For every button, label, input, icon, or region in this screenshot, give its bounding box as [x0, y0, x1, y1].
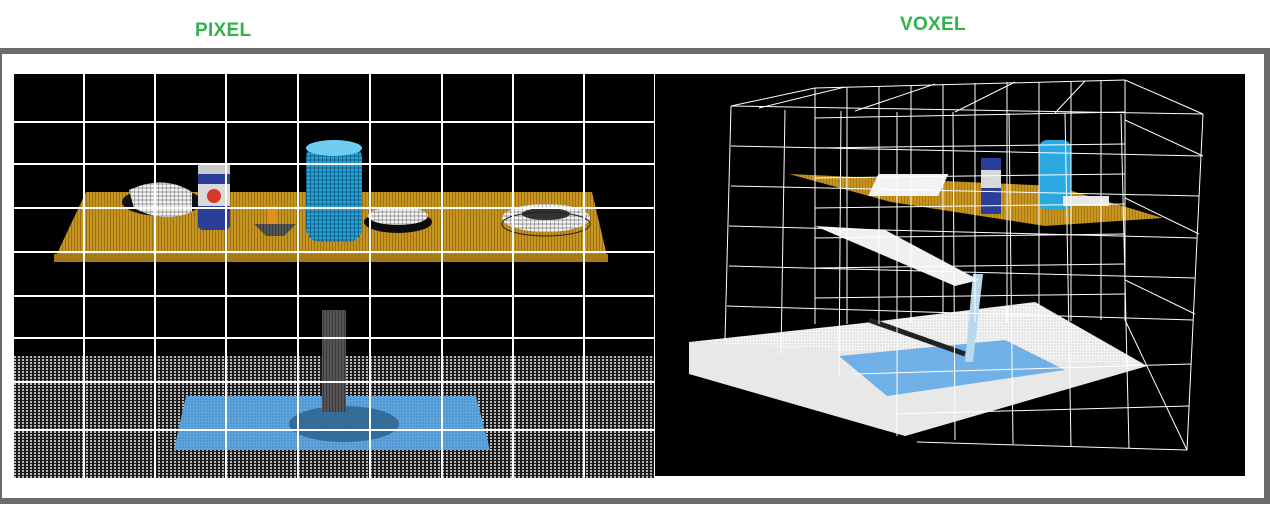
- pixel-heading: PIXEL: [195, 20, 252, 41]
- table-leg: [322, 310, 346, 412]
- pixel-scene: [14, 74, 654, 478]
- clamp: [254, 206, 296, 236]
- plate: [364, 207, 432, 233]
- voxel-leg-shadow: [868, 317, 966, 357]
- bowl: [122, 182, 202, 218]
- leg-shadow: [289, 406, 399, 442]
- voxel-panel: [655, 74, 1245, 476]
- voxel-can-label: [981, 170, 1001, 188]
- voxel-heading: VOXEL: [900, 14, 966, 35]
- voxel-scene: [689, 79, 1204, 451]
- table-edge: [54, 254, 608, 262]
- blue-can: [306, 140, 362, 242]
- pixel-grid: [14, 74, 654, 478]
- voxel-shadow: [839, 340, 1065, 396]
- voxel-cube: [724, 79, 1204, 451]
- red-bull-can: [198, 164, 230, 230]
- pixel-panel: [14, 74, 654, 478]
- voxel-plate: [1063, 196, 1109, 206]
- tape-roll: [501, 204, 591, 237]
